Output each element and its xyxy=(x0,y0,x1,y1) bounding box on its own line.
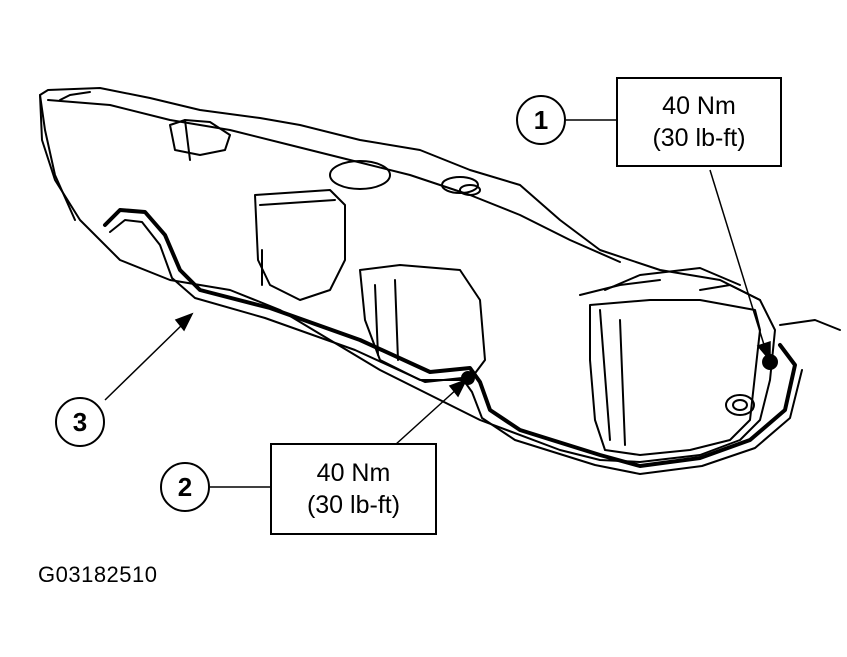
tank-center-section xyxy=(254,189,346,301)
fuel-sender xyxy=(329,160,391,190)
callout-1-circle xyxy=(516,95,566,145)
leader-1-arrow xyxy=(709,169,766,349)
callout-2-circle xyxy=(160,462,210,512)
callout-3-number: 3 xyxy=(72,407,88,437)
mounting-strap xyxy=(103,208,797,468)
torque-box-2: 40 Nm (30 lb-ft) xyxy=(270,443,437,535)
filler-fitting xyxy=(725,394,755,416)
torque-2-imperial: (30 lb-ft) xyxy=(306,491,401,519)
leader-2-arrow xyxy=(394,387,459,446)
fuel-tank-body xyxy=(39,87,776,463)
tank-mid-recess xyxy=(359,264,486,381)
figure-code: G03182510 xyxy=(38,562,158,587)
tank-right-end xyxy=(589,299,761,456)
callout-3-circle xyxy=(55,397,105,447)
arrowhead-2 xyxy=(448,378,468,398)
arrowhead-1 xyxy=(756,340,771,363)
tank-top-ridge xyxy=(47,99,621,263)
torque-box-1: 40 Nm (30 lb-ft) xyxy=(616,77,782,167)
torque-1-metric: 40 Nm xyxy=(662,92,736,120)
callout-1-number: 1 xyxy=(533,105,549,135)
torque-1-imperial: (30 lb-ft) xyxy=(652,124,746,152)
leader-3-arrow xyxy=(104,321,186,401)
torque-2-metric: 40 Nm xyxy=(316,459,391,487)
callout-2-number: 2 xyxy=(177,472,193,502)
arrowhead-3 xyxy=(174,312,194,332)
